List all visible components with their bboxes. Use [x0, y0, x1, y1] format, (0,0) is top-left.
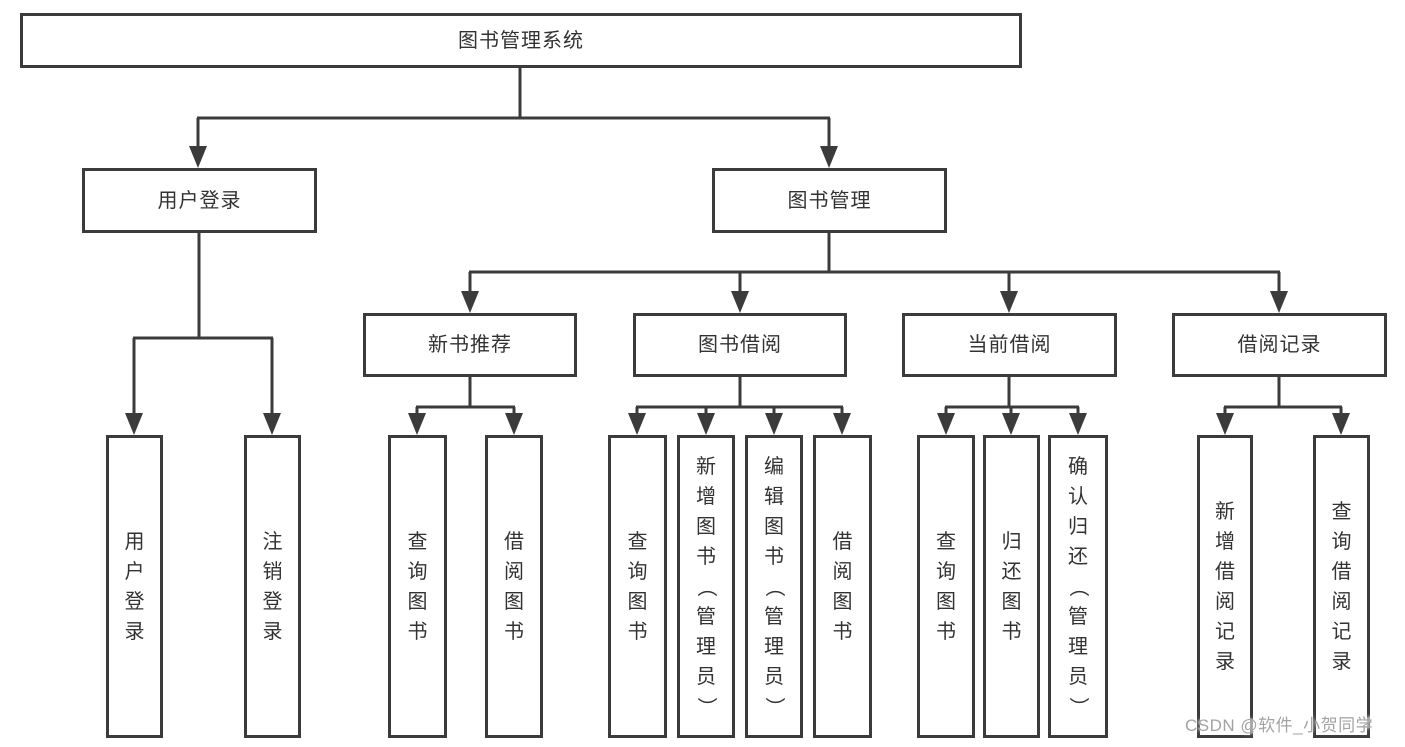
leaf-return-books: 归还图书	[983, 435, 1040, 738]
leaf-user-login: 用户登录	[106, 435, 163, 738]
node-borrowing-records: 借阅记录	[1172, 313, 1387, 377]
node-book-management: 图书管理	[712, 168, 947, 233]
leaf-current-query-books: 查询图书	[917, 435, 975, 738]
leaf-borrow-query-books: 查询图书	[608, 435, 667, 738]
node-new-book-recommendation: 新书推荐	[363, 313, 577, 377]
leaf-edit-books-admin: 编辑图书（管理员）	[745, 435, 803, 738]
leaf-recommend-borrow-books: 借阅图书	[485, 435, 543, 738]
leaf-borrow-books: 借阅图书	[813, 435, 872, 738]
node-user-login: 用户登录	[82, 168, 317, 233]
node-book-borrowing: 图书借阅	[633, 313, 847, 377]
leaf-confirm-return-admin: 确认归还（管理员）	[1048, 435, 1108, 738]
leaf-query-borrow-record: 查询借阅记录	[1313, 435, 1370, 738]
csdn-watermark: CSDN @软件_小贺同学	[1185, 716, 1374, 735]
leaf-recommend-query-books: 查询图书	[388, 435, 447, 738]
leaf-logout: 注销登录	[244, 435, 301, 738]
leaf-add-books-admin: 新增图书（管理员）	[677, 435, 735, 738]
leaf-add-borrow-record: 新增借阅记录	[1197, 435, 1253, 738]
node-root-system: 图书管理系统	[20, 13, 1022, 68]
node-current-borrowing: 当前借阅	[902, 313, 1117, 377]
